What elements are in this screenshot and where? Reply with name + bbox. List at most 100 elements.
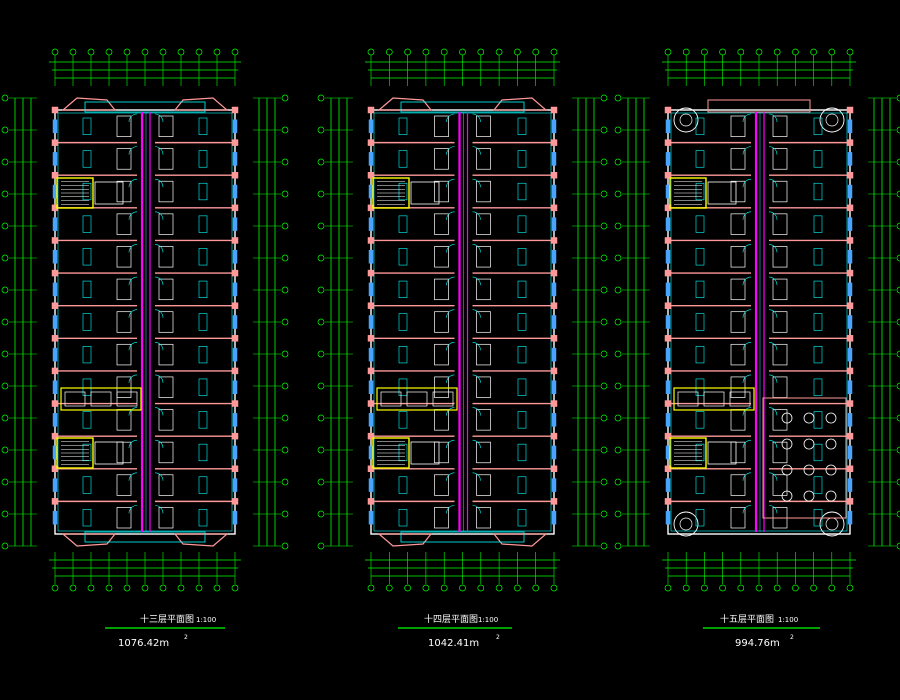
bathroom-left (116, 115, 132, 137)
plans-layer (1, 48, 900, 592)
door-swing (768, 276, 778, 286)
grid-bubble (896, 542, 900, 550)
wardrobe-left (82, 215, 92, 233)
bathroom-right (772, 148, 788, 170)
window-left (368, 347, 374, 362)
column (550, 106, 558, 114)
bathroom-left (434, 115, 449, 137)
grid-bubble (737, 584, 745, 592)
grid-bubble (1, 414, 9, 422)
outer-wall-inner-line (670, 112, 848, 532)
grid-bubble (141, 584, 149, 592)
column (231, 171, 239, 179)
bathroom-right (476, 311, 491, 333)
wardrobe-right (517, 150, 527, 168)
plan-1-area: 1076.42m (118, 638, 169, 649)
door-swing (742, 178, 752, 188)
door-swing (742, 276, 752, 286)
column (846, 204, 854, 212)
wardrobe-right (517, 182, 527, 201)
plan-1-area-superscript: 2 (184, 634, 188, 641)
column (664, 335, 672, 342)
bathroom-right (158, 311, 174, 333)
wardrobe-left (82, 280, 92, 298)
grid-bubble (614, 318, 622, 326)
window-left (52, 119, 58, 134)
wardrobe-left (695, 280, 705, 298)
bathroom-left (116, 213, 132, 235)
bathroom-right (772, 311, 788, 333)
grid-bubble (477, 584, 485, 592)
grid-bubble (317, 254, 325, 262)
bathroom-right (772, 246, 788, 268)
corner-bay (492, 533, 548, 547)
window-left (368, 478, 374, 492)
grid-bubble (231, 48, 239, 56)
elevator-shaft (380, 391, 402, 407)
cores (372, 177, 458, 469)
stair-core (56, 177, 94, 209)
outer-wall-inner-line (373, 112, 552, 532)
wardrobe-right (517, 476, 527, 494)
grid-bubble (896, 446, 900, 454)
dimension-lines (1, 48, 289, 592)
bathroom-right (158, 409, 174, 431)
bathroom-right (158, 507, 174, 529)
column (550, 269, 558, 277)
bathroom-left (730, 474, 746, 496)
wardrobe-right (198, 280, 208, 298)
grid-bubble (701, 584, 708, 592)
service-core (673, 387, 755, 411)
table (803, 490, 815, 502)
wardrobe-right (813, 150, 823, 168)
elevator-lobby (410, 441, 440, 465)
floor-plan-3 (614, 48, 900, 592)
grid-bubble (1, 510, 9, 518)
grid-bubble (600, 254, 608, 262)
door-swing (128, 505, 138, 514)
window-left (665, 282, 671, 297)
column (51, 335, 59, 342)
top-parapet (707, 99, 811, 113)
bathroom-left (434, 376, 449, 398)
grid-bubble (123, 48, 131, 56)
elevator-shaft (116, 391, 138, 407)
wardrobe-right (198, 150, 208, 168)
grid-bubble (123, 584, 131, 592)
column (550, 335, 558, 342)
door-swing (446, 374, 455, 383)
bathroom-right (476, 246, 491, 268)
grid-bubble (682, 584, 690, 592)
bathroom-right (772, 213, 788, 235)
table (803, 412, 815, 424)
column (231, 302, 239, 309)
corner-bay (61, 533, 117, 547)
column (846, 269, 854, 277)
grid-bubble (385, 584, 393, 592)
grid-bubble (600, 94, 608, 102)
plan-3-area: 994.76m (735, 638, 780, 649)
grid-bubble (896, 478, 900, 486)
grid-bubble (87, 48, 95, 56)
elevator-shaft (432, 391, 454, 407)
grid-bubble (514, 48, 521, 56)
door-swing (154, 342, 164, 351)
grid-bubble (600, 414, 608, 422)
elevator-shaft (729, 391, 751, 407)
window-left (665, 510, 671, 525)
wardrobe-left (398, 411, 408, 429)
roof-tower-inner (679, 113, 693, 127)
column (367, 400, 375, 407)
bathroom-left (730, 148, 746, 170)
grid-bubble (614, 126, 622, 134)
plan-3-title-block: 十五层平面图 1:100 994.76m 2 (703, 613, 820, 649)
grid-bubble (141, 48, 149, 56)
plan-1-scale: 1:100 (196, 616, 216, 624)
window-left (665, 315, 671, 329)
grid-bubble (773, 48, 781, 56)
grid-bubble (195, 48, 203, 56)
grid-bubble (281, 350, 289, 358)
grid-bubble (1, 478, 9, 486)
